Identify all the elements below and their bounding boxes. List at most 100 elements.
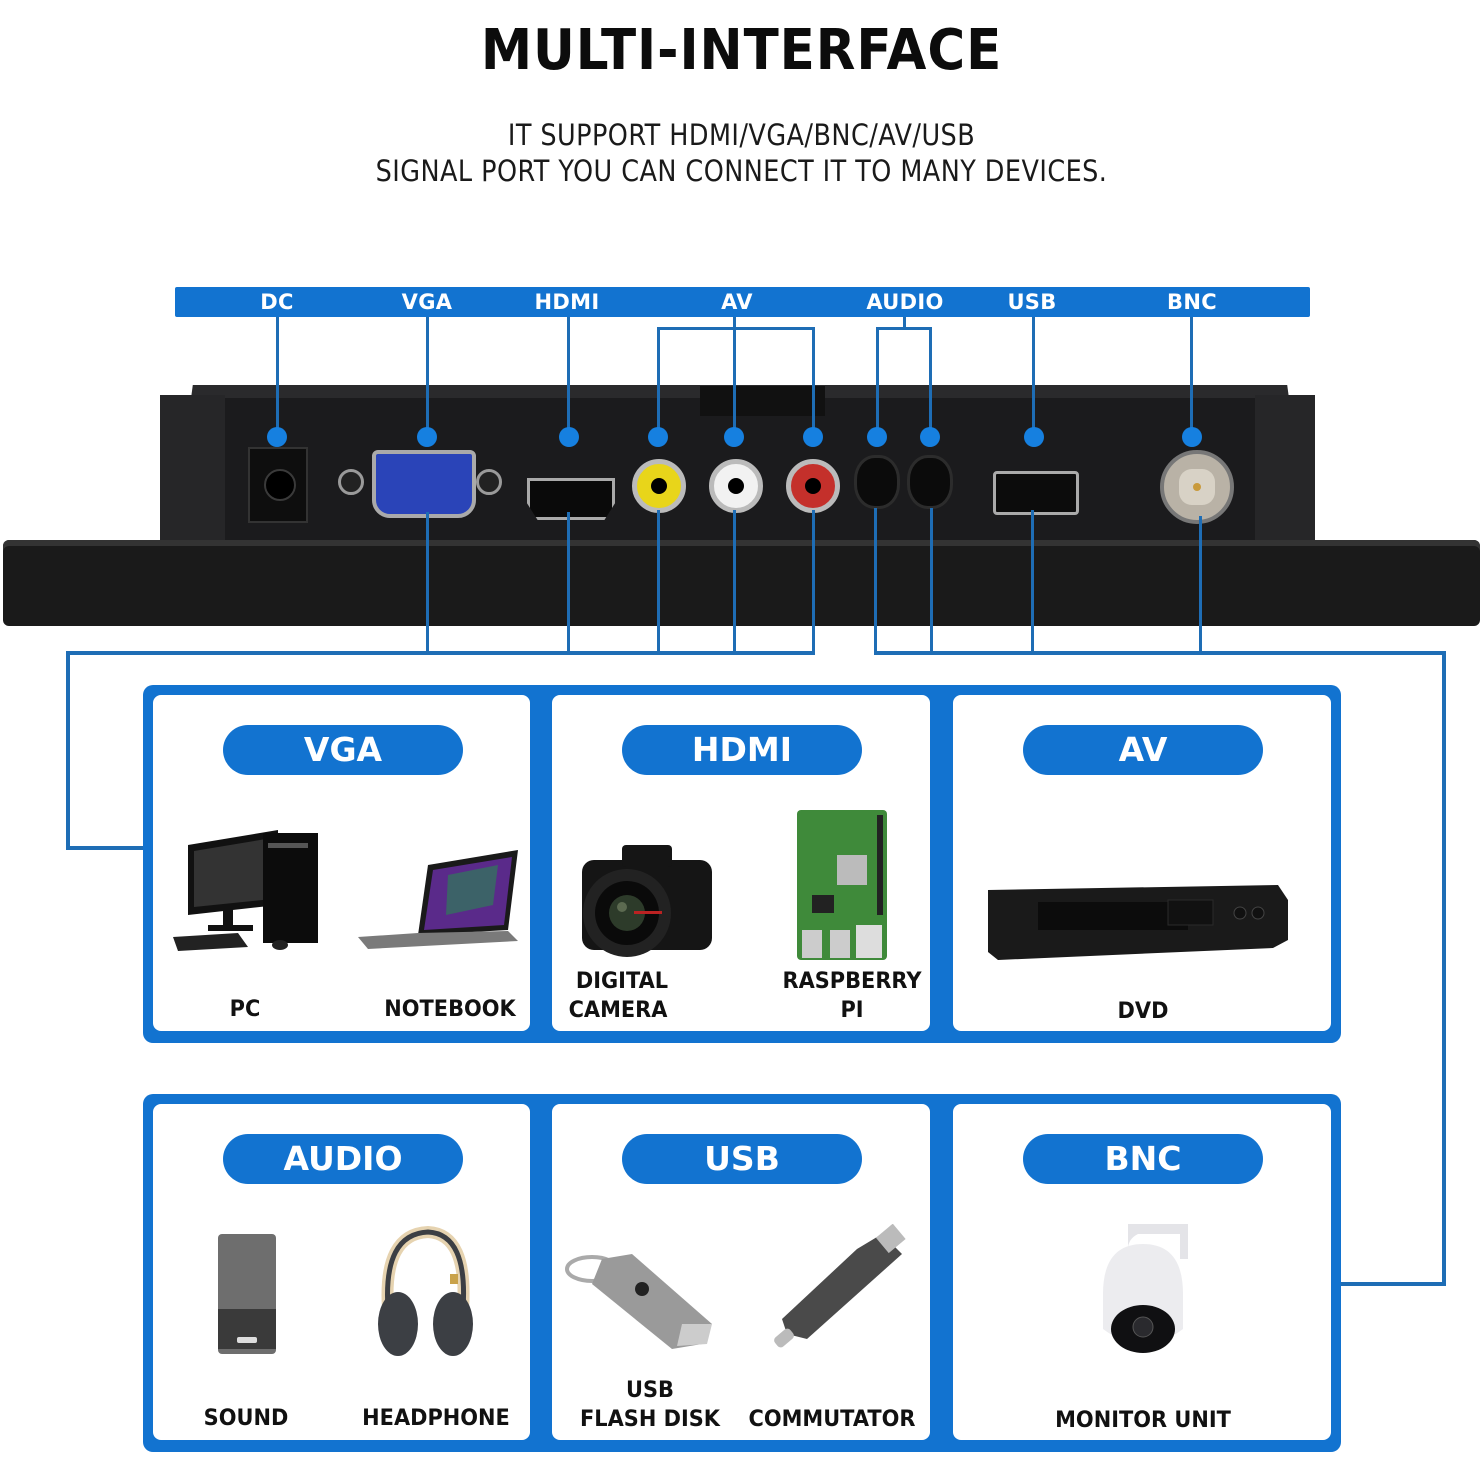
audio-jack-icon xyxy=(854,455,900,509)
desktop-pc-icon xyxy=(173,830,318,951)
port-marker-av-red xyxy=(803,427,823,447)
port-marker-vga xyxy=(417,427,437,447)
monitor-right-side xyxy=(1255,395,1315,545)
down-line-av-white xyxy=(733,510,736,654)
device-label-notebook: NOTEBOOK xyxy=(384,997,516,1022)
connector-line-hdmi xyxy=(567,317,570,437)
av-bracket xyxy=(657,327,814,330)
device-label-raspberry-pi-1: RASPBERRY xyxy=(782,969,922,994)
bnc-port-icon xyxy=(1160,450,1234,524)
dome-security-camera-icon xyxy=(1103,1224,1188,1353)
rca-yellow-port-icon xyxy=(632,459,686,513)
device-label-sound: SOUND xyxy=(203,1406,289,1431)
audio-jack-icon xyxy=(907,455,953,509)
down-line-bnc xyxy=(1199,516,1202,654)
av-bracket-right xyxy=(812,327,815,437)
page-title: MULTI-INTERFACE xyxy=(480,18,1003,83)
left-bus-line xyxy=(66,651,815,655)
down-line-av-red xyxy=(812,510,815,654)
device-label-usb-flash-disk-2: FLASH DISK xyxy=(580,1407,720,1432)
notebook-laptop-icon xyxy=(358,850,518,949)
bar-label-vga: VGA xyxy=(401,290,453,314)
right-bus-line xyxy=(874,651,1446,655)
device-label-monitor-unit: MONITOR UNIT xyxy=(1055,1408,1231,1433)
monitor-bezel-base xyxy=(3,540,1480,626)
connector-line-usb xyxy=(1032,317,1035,437)
port-marker-audio-2 xyxy=(920,427,940,447)
rca-white-port-icon xyxy=(709,459,763,513)
monitor-left-side xyxy=(160,395,225,545)
device-label-raspberry-pi-2: PI xyxy=(840,998,864,1023)
right-feed-line xyxy=(1338,1282,1446,1286)
left-feed-line xyxy=(66,846,146,850)
port-marker-audio-1 xyxy=(867,427,887,447)
port-marker-av-white xyxy=(724,427,744,447)
down-line-av-yellow xyxy=(657,510,660,654)
bar-label-usb: USB xyxy=(1007,290,1057,314)
device-label-digital-camera-1: DIGITAL xyxy=(575,969,669,994)
group-card-vga: VGA PC NOTEBOOK xyxy=(153,695,530,1031)
dvd-player-icon xyxy=(988,885,1288,960)
sound-speaker-icon xyxy=(218,1234,276,1354)
down-line-audio-1 xyxy=(874,508,877,654)
connector-line-vga xyxy=(426,317,429,437)
bar-label-audio: AUDIO xyxy=(866,290,944,314)
port-marker-hdmi xyxy=(559,427,579,447)
connector-line-bnc xyxy=(1190,317,1193,437)
connector-line-dc xyxy=(276,317,279,437)
monitor-mount-tab xyxy=(700,386,825,416)
vga-screw-icon xyxy=(476,469,502,495)
port-marker-dc xyxy=(267,427,287,447)
hdmi-port-icon xyxy=(527,478,615,520)
bar-label-bnc: BNC xyxy=(1167,290,1217,314)
group-title-vga: VGA xyxy=(223,725,463,775)
audio-bracket xyxy=(876,327,931,330)
group-title-hdmi: HDMI xyxy=(622,725,862,775)
raspberry-pi-icon xyxy=(797,810,887,960)
rca-red-port-icon xyxy=(786,459,840,513)
group-card-av: AV DVD xyxy=(953,695,1331,1031)
left-drop-line xyxy=(66,651,70,850)
group-title-av: AV xyxy=(1023,725,1263,775)
port-marker-usb xyxy=(1024,427,1044,447)
usb-port-icon xyxy=(993,471,1079,515)
group-title-usb: USB xyxy=(622,1134,862,1184)
down-line-usb xyxy=(1031,510,1034,654)
bar-label-dc: DC xyxy=(260,290,294,314)
device-label-commutator: COMMUTATOR xyxy=(748,1407,916,1432)
usb-commutator-card-reader-icon xyxy=(774,1224,906,1348)
audio-bracket-left xyxy=(876,327,879,437)
down-line-hdmi xyxy=(567,512,570,654)
audio-bracket-right xyxy=(929,327,932,437)
down-line-vga xyxy=(426,512,429,654)
device-grid-top: VGA PC NOTEBOOK HDMI xyxy=(143,685,1341,1043)
device-grid-bottom: AUDIO SOUND HEADPHONE USB USB xyxy=(143,1094,1341,1452)
usb-flash-disk-icon xyxy=(565,1254,712,1349)
vga-port-icon xyxy=(372,450,476,518)
device-label-digital-camera-2: CAMERA xyxy=(568,998,668,1023)
connector-line-av xyxy=(733,317,736,437)
dc-power-jack-icon xyxy=(248,447,308,523)
group-title-audio: AUDIO xyxy=(223,1134,463,1184)
device-label-pc: PC xyxy=(229,997,261,1022)
down-line-audio-2 xyxy=(930,508,933,654)
subtitle-line-1: IT SUPPORT HDMI/VGA/BNC/AV/USB xyxy=(507,118,976,152)
bar-label-av: AV xyxy=(721,290,753,314)
port-marker-av-yellow xyxy=(648,427,668,447)
digital-camera-icon xyxy=(582,845,712,957)
device-label-usb-flash-disk-1: USB xyxy=(626,1378,674,1403)
device-label-headphone: HEADPHONE xyxy=(362,1406,510,1431)
vga-screw-icon xyxy=(338,469,364,495)
headphone-icon xyxy=(378,1225,473,1356)
bar-label-hdmi: HDMI xyxy=(534,290,600,314)
right-drop-line xyxy=(1442,651,1446,1286)
group-card-hdmi: HDMI DIGITAL CAMERA RASPBERRY PI xyxy=(552,695,930,1031)
device-label-dvd: DVD xyxy=(1117,999,1169,1024)
group-card-usb: USB USB FLASH DISK COMMUTATOR xyxy=(552,1104,930,1440)
group-card-audio: AUDIO SOUND HEADPHONE xyxy=(153,1104,530,1440)
group-title-bnc: BNC xyxy=(1023,1134,1263,1184)
group-card-bnc: BNC MONITOR UNIT xyxy=(953,1104,1331,1440)
port-marker-bnc xyxy=(1182,427,1202,447)
port-label-bar: DC VGA HDMI AV AUDIO USB BNC xyxy=(175,287,1310,317)
connector-line-audio xyxy=(903,317,906,329)
